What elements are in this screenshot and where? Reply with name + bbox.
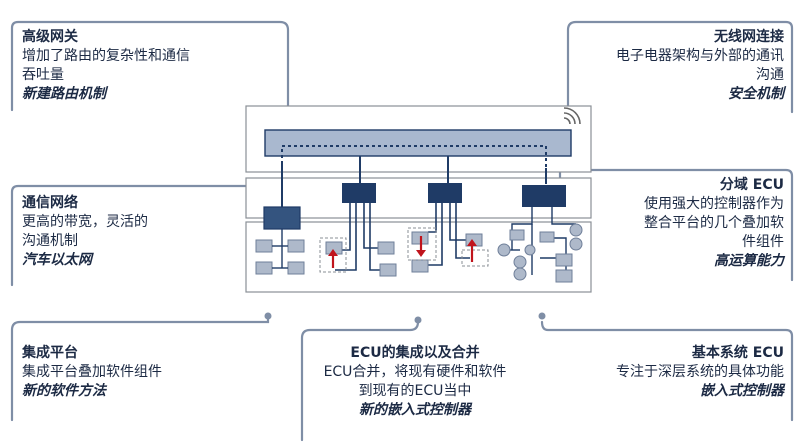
callout-emphasis: 新的软件方法	[22, 383, 106, 399]
node-cluster-2	[411, 231, 483, 273]
callout-title: 集成平台	[22, 345, 78, 361]
callout-body-line: 件组件	[742, 234, 784, 250]
callout-ecu-integration: ECU的集成以及合并 ECU合并，将现有硬件和软件 到现有的ECU当中 新的嵌入…	[300, 344, 530, 420]
callout-basic-system-ecu: 基本系统 ECU 专注于深层系统的具体功能 嵌入式控制器	[560, 344, 784, 401]
callout-body-line: 吞吐量	[22, 67, 64, 83]
callout-body-line: 增加了路由的复杂性和通信	[22, 48, 190, 64]
merge-dashed-3	[461, 249, 489, 267]
callout-communication-network: 通信网络 更高的带宽，灵活的 沟通机制 汽车以太网	[22, 194, 242, 270]
domain-ecu-2	[428, 183, 462, 203]
callout-title: 通信网络	[22, 195, 78, 211]
callout-emphasis: 新建路由机制	[22, 86, 106, 102]
gateway-bar	[264, 129, 572, 157]
connector-mid-right	[558, 168, 794, 282]
callout-title: 无线网连接	[714, 29, 784, 45]
domain-ecu-3	[522, 185, 566, 207]
ethernet-switch	[263, 206, 301, 230]
callout-body-line: 集成平台叠加软件组件	[22, 364, 162, 380]
connector-bottom-right	[540, 320, 794, 422]
merge-arrow-1	[328, 249, 338, 268]
callout-domain-ecu: 分域 ECU 使用强大的控制器作为 整合平台的几个叠加软 件组件 高运算能力	[600, 176, 784, 271]
callout-body-line: 更高的带宽，灵活的	[22, 214, 148, 230]
merge-arrow-3	[467, 239, 477, 262]
callout-body-line: 使用强大的控制器作为	[644, 196, 784, 212]
connector-bottom-left	[10, 316, 270, 422]
callout-title: ECU的集成以及合并	[350, 345, 480, 361]
gateway-dotted-bus	[281, 145, 547, 168]
callout-emphasis: 嵌入式控制器	[700, 383, 784, 399]
callout-body-line: 沟通机制	[22, 233, 78, 249]
callout-title: 基本系统 ECU	[691, 345, 784, 361]
callout-emphasis: 新的嵌入式控制器	[359, 402, 471, 418]
callout-emphasis: 安全机制	[728, 86, 784, 102]
callout-body-line: 电子电器架构与外部的通讯	[616, 48, 784, 64]
callout-integration-platform: 集成平台 集成平台叠加软件组件 新的软件方法	[22, 344, 272, 401]
node-cluster-1	[325, 241, 397, 277]
connector-mid-left	[10, 184, 282, 287]
domain-ecu-1	[342, 183, 376, 203]
connector-bottom-center	[300, 320, 420, 442]
callout-title: 分域 ECU	[719, 177, 784, 193]
node-cluster-3	[497, 223, 583, 283]
callout-body-line: 整合平台的几个叠加软	[644, 215, 784, 231]
callout-body-line: ECU合并，将现有硬件和软件	[323, 364, 507, 380]
callout-connectors	[10, 20, 794, 442]
callout-wireless-connection: 无线网连接 电子电器架构与外部的通讯 沟通 安全机制	[560, 28, 784, 104]
merge-dashed-1	[319, 237, 347, 273]
connector-top-left	[10, 20, 290, 132]
merge-arrow-2	[416, 236, 426, 257]
callout-advanced-gateway: 高级网关 增加了路由的复杂性和通信 吞吐量 新建路由机制	[22, 28, 272, 104]
callout-title: 高级网关	[22, 29, 78, 45]
callout-emphasis: 高运算能力	[714, 253, 784, 269]
domain-ecus	[342, 183, 566, 207]
wireless-icon	[563, 107, 581, 125]
callout-body-line: 到现有的ECU当中	[358, 383, 472, 399]
callout-body-line: 专注于深层系统的具体功能	[616, 364, 784, 380]
connector-top-right	[566, 20, 794, 120]
callout-body-line: 沟通	[756, 67, 784, 83]
callout-emphasis: 汽车以太网	[22, 252, 92, 268]
